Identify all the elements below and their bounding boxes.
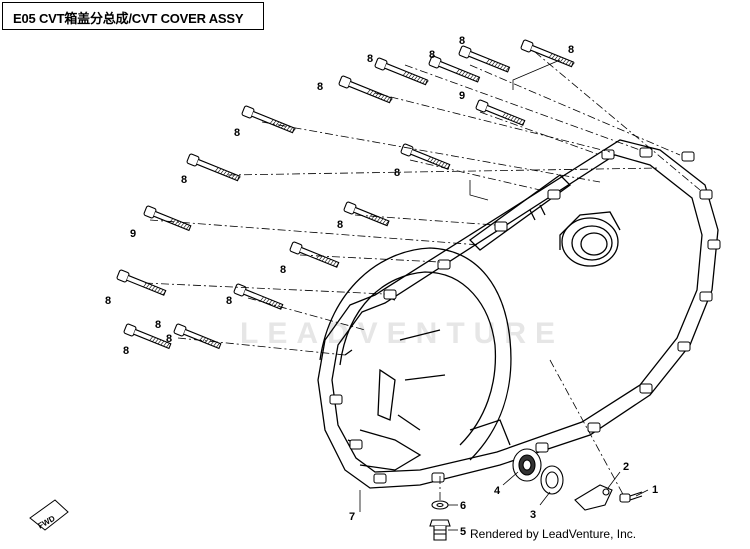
flange-bolt (289, 241, 340, 268)
watermark: LEADVENTURE (240, 317, 565, 350)
flange-bolt (123, 323, 172, 350)
callout-label: 8 (280, 264, 286, 276)
callout-label: 8 (123, 345, 129, 357)
callout-label: 7 (349, 511, 355, 523)
callout-label: 3 (530, 509, 536, 521)
screw-1 (619, 491, 643, 503)
title-box: E05 CVT箱盖分总成/CVT COVER ASSY (2, 2, 264, 30)
callout-label: 6 (460, 500, 466, 512)
callout-label: 4 (494, 485, 501, 497)
callout-label: 8 (394, 167, 400, 179)
flange-bolt (173, 323, 222, 350)
plate-2 (574, 484, 613, 511)
callout-label: 8 (317, 81, 323, 93)
callout-label: 8 (234, 127, 240, 139)
callout-label: 8 (166, 333, 172, 345)
drain-bolt-5 (429, 519, 451, 541)
render-credit: Rendered by LeadVenture, Inc. (470, 527, 637, 541)
flange-bolt (116, 269, 167, 296)
flange-bosses (329, 147, 721, 484)
fwd-arrow: FWD (29, 499, 69, 531)
callout-labels: 8 8 8 8 8 9 8 8 8 9 8 8 8 8 8 8 8 1 2 3 … (105, 35, 658, 538)
flange-bolt (186, 153, 241, 182)
callout-label: 2 (623, 461, 629, 473)
bearing-3 (540, 465, 564, 495)
leader-lines (144, 51, 701, 500)
flange-bolt (374, 57, 429, 86)
callout-label: 9 (130, 228, 136, 240)
callout-label: 8 (337, 219, 343, 231)
washer-6 (431, 500, 449, 510)
flange-bolt (143, 205, 192, 232)
callout-label: 8 (226, 295, 232, 307)
flange-bolt (428, 55, 481, 83)
callout-label: 8 (568, 44, 574, 56)
leader-ticks (359, 59, 649, 531)
flange-bolt (400, 143, 451, 170)
flange-bolt (338, 75, 393, 104)
callout-label: 8 (181, 174, 187, 186)
diagram-title: E05 CVT箱盖分总成/CVT COVER ASSY (13, 11, 244, 26)
callout-label: 1 (652, 484, 658, 496)
seal-4 (512, 448, 542, 482)
flange-bolt (458, 45, 511, 73)
bolt-group (116, 39, 575, 350)
callout-label: 9 (459, 90, 465, 102)
flange-bolt (520, 39, 575, 68)
callout-label: 8 (459, 35, 465, 47)
callout-label: 8 (429, 49, 435, 61)
callout-label: 5 (460, 526, 466, 538)
cvt-cover (317, 139, 719, 489)
callout-label: 8 (105, 295, 111, 307)
flange-bolt (241, 105, 296, 134)
callout-label: 8 (155, 319, 161, 331)
flange-bolt (475, 99, 526, 126)
flange-bolt (343, 201, 390, 227)
callout-label: 8 (367, 53, 373, 65)
